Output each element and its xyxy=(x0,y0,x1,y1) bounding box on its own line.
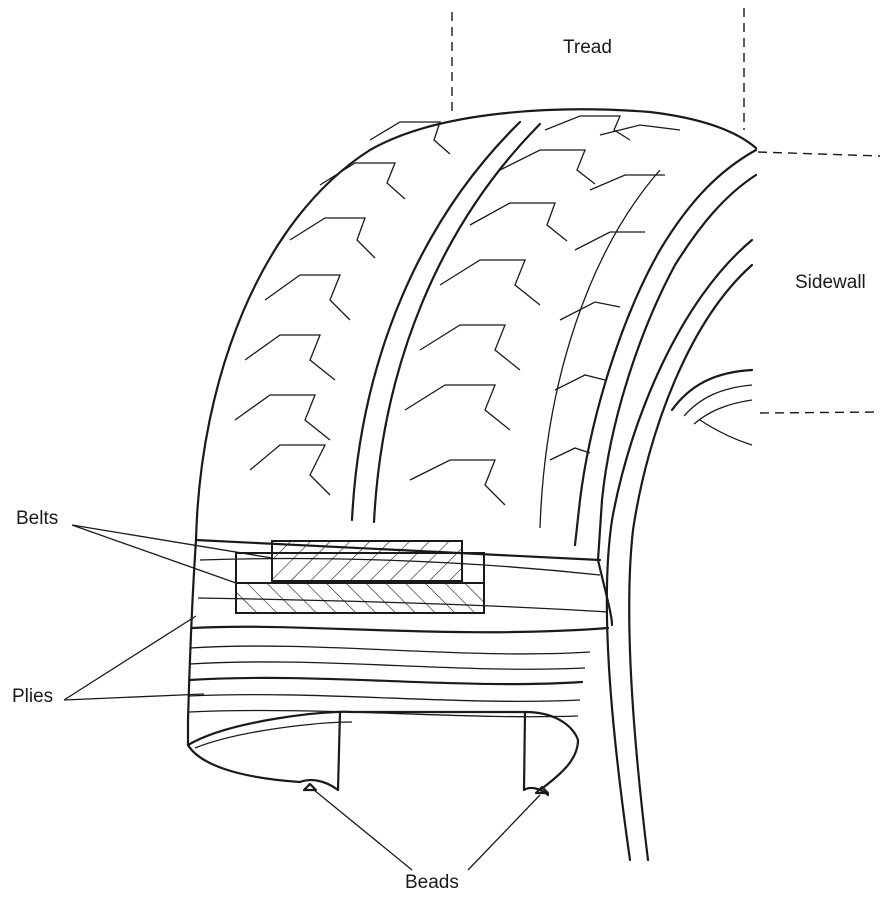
tread-label: Tread xyxy=(563,37,612,59)
belts-label: Belts xyxy=(16,508,58,530)
bead-walls xyxy=(300,712,548,795)
beads-label: Beads xyxy=(405,872,459,894)
plies-band xyxy=(188,627,608,790)
sidewall-label: Sidewall xyxy=(795,272,866,294)
tread-blocks xyxy=(235,116,680,505)
tire-back-sidewall xyxy=(607,240,752,860)
tread-region-markers xyxy=(452,8,744,130)
plies-label: Plies xyxy=(12,686,53,708)
